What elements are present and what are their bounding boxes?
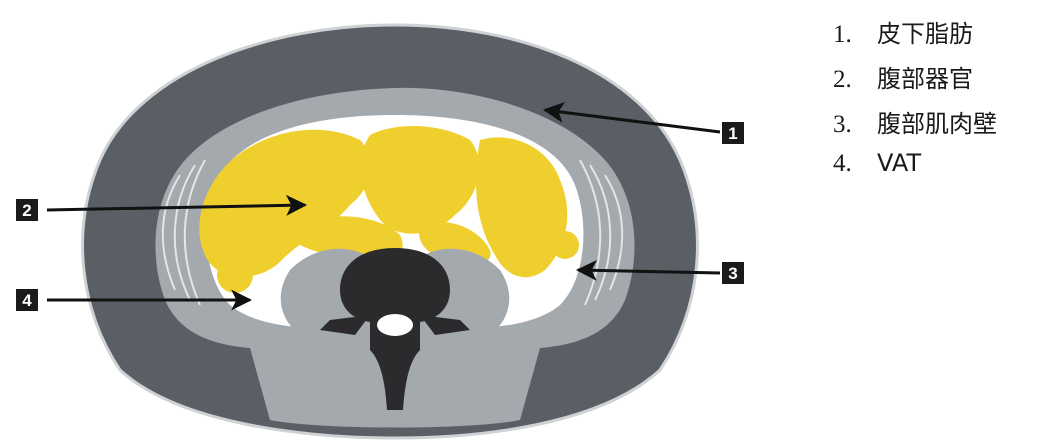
legend-item: 1. 皮下脂肪 <box>833 14 997 59</box>
callout-box-2: 2 <box>16 199 38 221</box>
legend-number: 4. <box>833 150 877 178</box>
legend-item: 4. VAT <box>833 149 997 194</box>
legend-text: 腹部器官 <box>877 59 973 94</box>
legend-text: 皮下脂肪 <box>877 14 973 49</box>
legend-text: 腹部肌肉壁 <box>877 104 997 139</box>
svg-text:3: 3 <box>728 264 737 283</box>
svg-text:1: 1 <box>728 124 737 143</box>
legend-list: 1. 皮下脂肪 2. 腹部器官 3. 腹部肌肉壁 4. VAT <box>833 14 997 194</box>
legend-text: VAT <box>877 149 921 177</box>
legend-number: 2. <box>833 66 877 94</box>
callout-box-1: 1 <box>722 122 744 144</box>
legend-number: 1. <box>833 21 877 49</box>
abdominal-cross-section-diagram: 1 2 3 4 <box>0 0 790 445</box>
legend-item: 2. 腹部器官 <box>833 59 997 104</box>
legend-item: 3. 腹部肌肉壁 <box>833 104 997 149</box>
callout-box-3: 3 <box>722 262 744 284</box>
svg-text:4: 4 <box>22 291 32 310</box>
callout-box-4: 4 <box>16 289 38 311</box>
svg-text:2: 2 <box>22 201 31 220</box>
legend-number: 3. <box>833 111 877 139</box>
spinal-canal <box>377 314 413 336</box>
